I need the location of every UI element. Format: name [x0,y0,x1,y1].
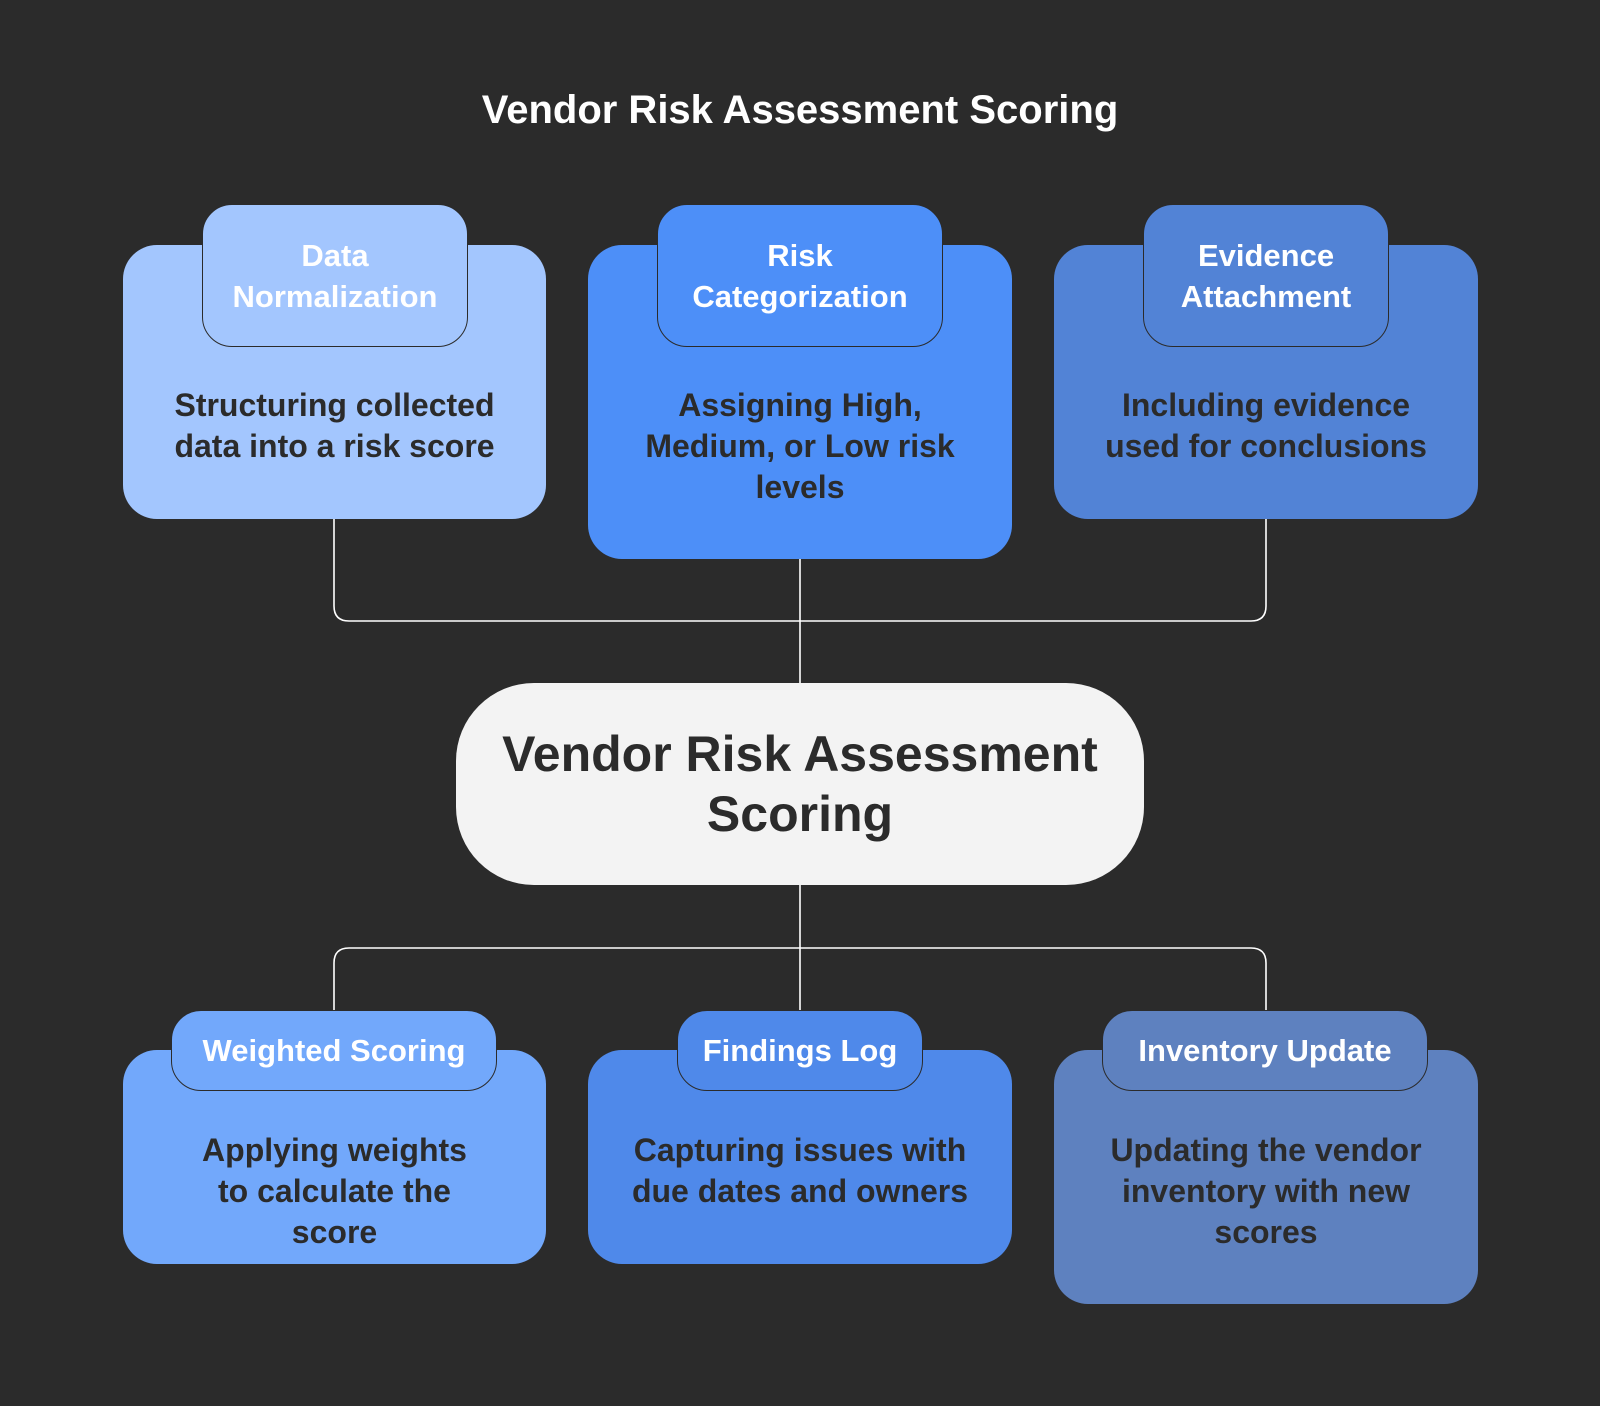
connector-top-left [333,519,800,622]
tab-evidence-attachment: Evidence Attachment [1143,204,1389,347]
card-description: Applying weights to calculate the score [202,1132,467,1250]
card-description: Assigning High, Medium, or Low risk leve… [645,387,955,505]
card-inventory-update: Updating the vendor inventory with new s… [1054,1050,1478,1304]
tab-inventory-update: Inventory Update [1102,1010,1428,1091]
connector-bottom-right [800,947,1267,1011]
diagram-title: Vendor Risk Assessment Scoring [481,88,1119,132]
card-description: Updating the vendor inventory with new s… [1110,1132,1422,1250]
connector-top-right [800,519,1267,622]
card-description: Capturing issues with due dates and owne… [631,1132,969,1209]
connector-bottom-left [333,947,800,1011]
card-description: Structuring collected data into a risk s… [174,387,495,464]
tab-data-normalization: Data Normalization [202,204,468,347]
center-node: Vendor Risk Assessment Scoring [456,683,1144,885]
tab-weighted-scoring: Weighted Scoring [171,1010,497,1091]
card-description: Including evidence used for conclusions [1105,387,1427,464]
tab-findings-log: Findings Log [677,1010,923,1091]
tab-risk-categorization: Risk Categorization [657,204,943,347]
